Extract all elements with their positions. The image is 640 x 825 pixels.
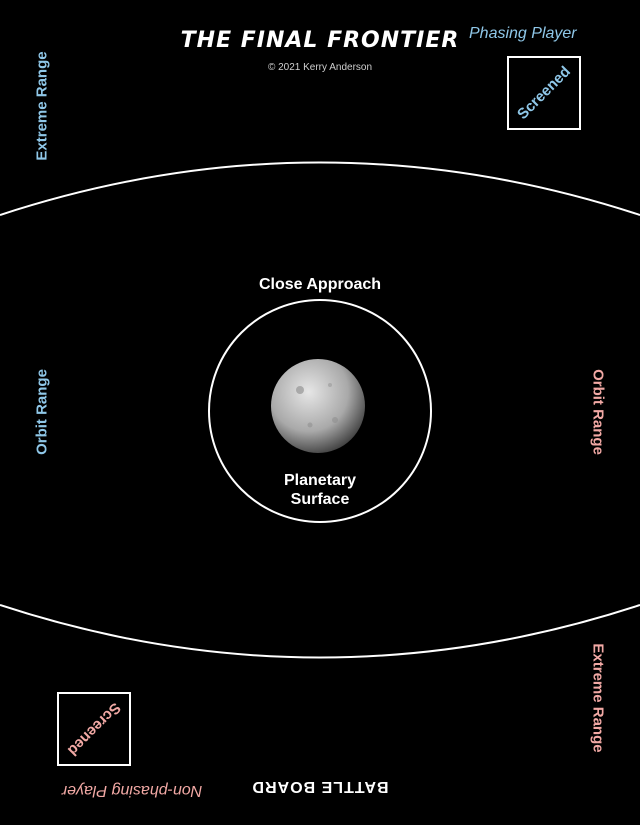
orbit-range-label-right: Orbit Range	[589, 369, 607, 455]
battle-board-label: BATTLE BOARD	[251, 778, 389, 795]
planetary-surface-line-2: Surface	[290, 491, 350, 508]
orbit-range-label-left: Orbit Range	[33, 369, 51, 455]
screened-box-phasing[interactable]: Screened	[507, 56, 581, 130]
screened-box-non-phasing[interactable]: Screened	[57, 692, 131, 766]
planetary-surface-line-1: Planetary	[283, 472, 357, 489]
planet-icon	[271, 359, 365, 453]
extreme-range-label-bottom: Extreme Range	[589, 643, 607, 753]
screened-label-phasing: Screened	[514, 63, 574, 123]
phasing-player-label: Phasing Player	[469, 25, 577, 42]
close-approach-label: Close Approach	[258, 276, 382, 293]
screened-label-non-phasing: Screened	[64, 699, 124, 759]
extreme-range-bottom-border	[0, 604, 640, 659]
non-phasing-player-label: Non-phasing Player	[61, 782, 203, 799]
extreme-range-label-top: Extreme Range	[33, 51, 51, 161]
extreme-range-top-border	[0, 161, 640, 216]
close-approach-ring	[208, 299, 432, 523]
copyright-text: © 2021 Kerry Anderson	[267, 62, 373, 73]
planetary-surface-label: Planetary Surface	[240, 471, 400, 509]
game-title: THE FINAL FRONTIER	[180, 28, 460, 53]
